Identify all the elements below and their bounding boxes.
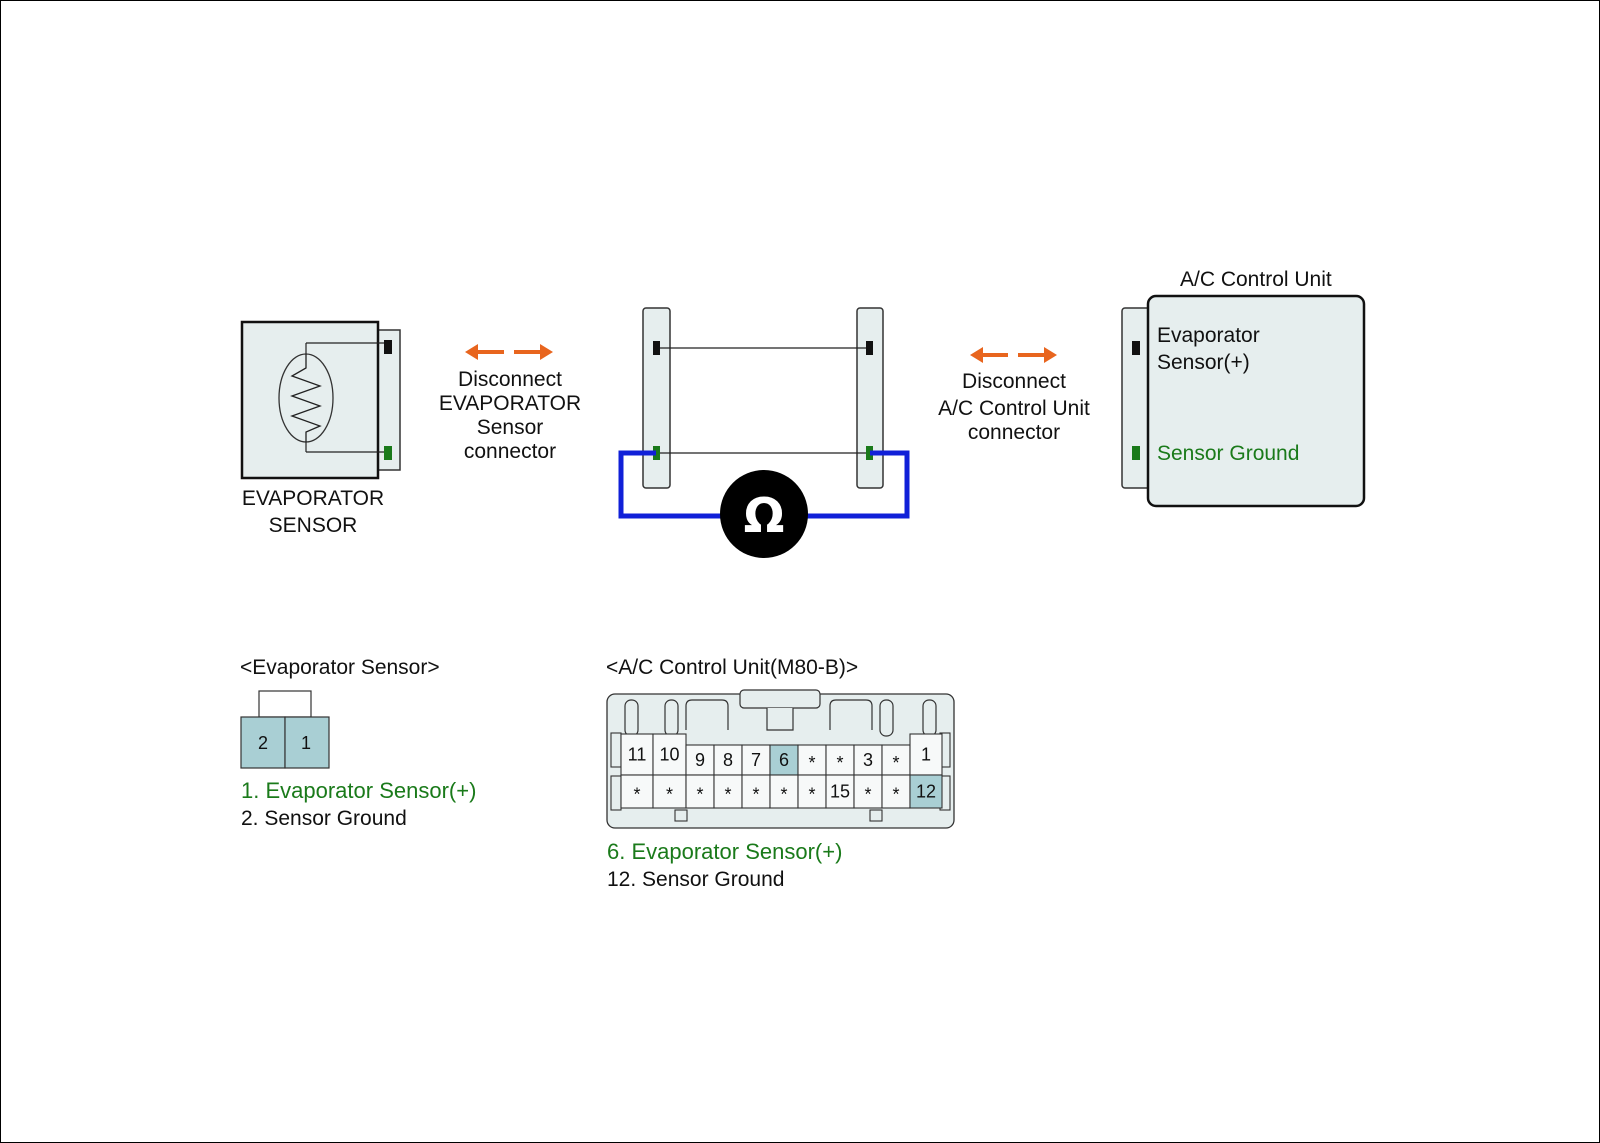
disconnect-evap-label: Disconnect EVAPORATOR Sensor connector: [425, 368, 595, 464]
disconnect-evap-line2: EVAPORATOR: [438, 392, 582, 415]
ac-pin-top-2-label: 9: [695, 750, 705, 770]
ac-pin-top-7-cell: [825, 744, 855, 776]
ac-pin-bottom-0-cell: [620, 774, 654, 809]
evap-legend-item-1: 1. Evaporator Sensor(+): [241, 778, 477, 803]
ac-pin-ground-label: Sensor Ground: [1157, 442, 1300, 465]
ac-pin-top-6-label: *: [808, 753, 815, 773]
ac-pin-bottom-6-cell: [797, 774, 827, 809]
ac-control-unit: [1121, 294, 1366, 508]
evap-sensor-label-line2: SENSOR: [268, 514, 358, 537]
ac-pin-bottom-3-cell: [713, 774, 743, 809]
ac-pin-top-7-label: *: [836, 753, 843, 773]
evap-pin-1-label: 1: [301, 733, 311, 753]
ac-pin-bottom-10-cell: [909, 774, 943, 809]
ac-pin-top-3-label: 8: [723, 750, 733, 770]
ac-unit-title: A/C Control Unit: [1180, 268, 1332, 291]
meter-lead-right: [804, 450, 910, 519]
disconnect-evap-line1: Disconnect: [458, 368, 562, 391]
evap-pin-2-label: 2: [258, 733, 268, 753]
ac-pin-bottom-7-label: 15: [830, 782, 850, 802]
ac-pin-top-2-cell: [685, 744, 715, 776]
ac-pin-top-4-label: 7: [751, 750, 761, 770]
ac-pin-plus-line1: Evaporator: [1157, 324, 1260, 347]
ac-pin-bottom-0-label: *: [633, 785, 640, 805]
ac-pin-top-9-cell: [881, 744, 911, 776]
evap-legend-title: <Evaporator Sensor>: [240, 656, 440, 679]
ac-legend-item-1: 6. Evaporator Sensor(+): [607, 839, 843, 864]
ac-pin-plus-line2: Sensor(+): [1157, 351, 1250, 374]
ac-pin-top-0-cell: [620, 733, 654, 776]
ac-pin-bottom-6-label: *: [808, 785, 815, 805]
ac-pin-top-5-label: 6: [779, 750, 789, 770]
evap-connector-face: 2 1: [240, 690, 330, 769]
disconnect-evap-line4: connector: [463, 440, 557, 463]
ac-pin-plus-label: Evaporator Sensor(+): [1157, 324, 1260, 375]
ac-pin-top-6-cell: [797, 744, 827, 776]
ac-pin-top-1-label: 10: [659, 745, 679, 765]
ac-pin-bottom-3-label: *: [724, 785, 731, 805]
disconnect-arrow-right: [970, 347, 1057, 363]
disconnect-ac-label: Disconnect A/C Control Unit connector: [924, 370, 1104, 445]
ac-pin-top-10-label: 1: [921, 745, 931, 765]
ac-legend-item-2: 12. Sensor Ground: [607, 868, 785, 891]
ac-pin-bottom-5-label: *: [780, 785, 787, 805]
ac-pin-top-8-label: 3: [863, 750, 873, 770]
disconnect-ac-line2: A/C Control Unit: [938, 397, 1090, 420]
ohm-symbol: Ω: [744, 488, 785, 544]
evap-pin-green: [384, 446, 392, 460]
evap-sensor-label: EVAPORATOR SENSOR: [228, 487, 398, 538]
ac-pin-top-0-label: 11: [628, 745, 647, 765]
harness: Ω: [618, 307, 910, 558]
ac-pin-top-10-cell: [909, 733, 943, 776]
disconnect-evap-line3: Sensor: [476, 416, 544, 439]
ac-pin-bottom-4-cell: [741, 774, 771, 809]
ac-legend-title: <A/C Control Unit(M80-B)>: [606, 656, 859, 679]
ac-pin-bottom-8-label: *: [864, 785, 871, 805]
ac-pin-top-9-label: *: [892, 753, 899, 773]
ac-pin-bottom-10-label: 12: [916, 782, 936, 802]
evap-sensor-label-line1: EVAPORATOR: [241, 487, 385, 510]
evap-legend-item-2: 2. Sensor Ground: [241, 807, 407, 830]
ac-pin-green: [1132, 446, 1140, 460]
ac-pin-bottom-9-cell: [881, 774, 911, 809]
ac-pin-bottom-1-cell: [652, 774, 687, 809]
ac-pin-black: [1132, 341, 1140, 355]
disconnect-ac-line1: Disconnect: [962, 370, 1066, 393]
ohmmeter-icon: [720, 470, 808, 558]
ac-pin-bottom-8-cell: [853, 774, 883, 809]
evaporator-sensor: [240, 320, 401, 480]
ac-pin-bottom-9-label: *: [892, 785, 899, 805]
ac-pin-bottom-1-label: *: [666, 785, 673, 805]
disconnect-ac-line3: connector: [967, 421, 1061, 444]
ac-pin-bottom-2-cell: [685, 774, 715, 809]
ac-pin-bottom-4-label: *: [752, 785, 759, 805]
disconnect-arrow-left: [465, 344, 553, 360]
meter-lead-left: [618, 450, 725, 519]
evap-pin-black: [384, 340, 392, 354]
ac-pin-bottom-2-label: *: [696, 785, 703, 805]
